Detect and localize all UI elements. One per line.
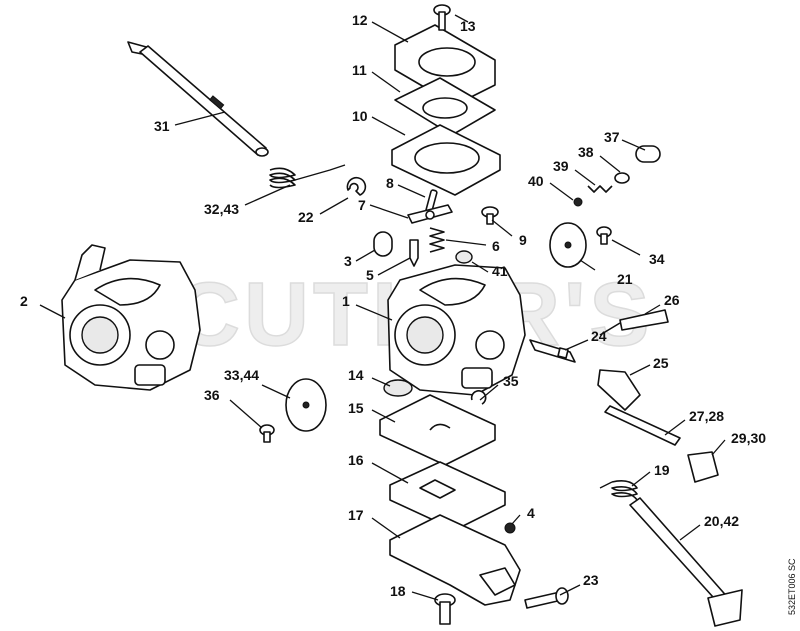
callout-40: 40 — [528, 173, 544, 189]
callout-41: 41 — [492, 263, 508, 279]
callout-39: 39 — [553, 158, 569, 174]
valve-3 — [373, 231, 393, 257]
screw-9 — [481, 206, 499, 225]
screw-34 — [596, 226, 612, 245]
callout-5: 5 — [366, 267, 374, 283]
callout-34: 34 — [649, 251, 665, 267]
callout-25: 25 — [653, 355, 669, 371]
callout-10: 10 — [352, 108, 368, 124]
callout-26: 26 — [664, 292, 680, 308]
callout-20-42: 20,42 — [704, 513, 739, 529]
ball-40 — [573, 197, 583, 207]
callout-14: 14 — [348, 367, 364, 383]
spring-6 — [429, 227, 445, 253]
ring-38 — [614, 172, 630, 184]
callout-4: 4 — [527, 505, 535, 521]
screw-23 — [524, 587, 569, 609]
callout-27-28: 27,28 — [689, 408, 724, 424]
needle-5 — [409, 239, 419, 267]
callout-31: 31 — [154, 118, 170, 134]
screw-18 — [434, 593, 456, 625]
pump-cover-12 — [394, 24, 496, 106]
spring-19 — [599, 480, 638, 501]
callout-12: 12 — [352, 12, 368, 28]
callout-37: 37 — [604, 129, 620, 145]
callout-2: 2 — [20, 293, 28, 309]
end-cover-17 — [389, 514, 521, 606]
callout-7: 7 — [358, 197, 366, 213]
callout-13: 13 — [460, 18, 476, 34]
plate-33-44 — [285, 378, 327, 432]
drawing-code: 532ET006 SC — [787, 558, 797, 615]
plate-21 — [549, 222, 587, 268]
callout-15: 15 — [348, 400, 364, 416]
callout-24: 24 — [591, 328, 607, 344]
throttle-shaft-31 — [127, 41, 269, 157]
callout-29-30: 29,30 — [731, 430, 766, 446]
callout-3: 3 — [344, 253, 352, 269]
callout-9: 9 — [519, 232, 527, 248]
callout-labels: 1 2 3 4 5 6 7 8 9 10 11 12 13 14 15 16 1… — [20, 12, 766, 599]
callout-18: 18 — [390, 583, 406, 599]
leader-lines — [39, 14, 726, 601]
gasket-15 — [379, 394, 496, 466]
cap-29-30 — [687, 451, 719, 483]
callout-8: 8 — [386, 175, 394, 191]
screw-36 — [259, 424, 275, 443]
callout-32-43: 32,43 — [204, 201, 239, 217]
inlet-lever-7 — [407, 204, 453, 224]
screen-14 — [383, 379, 413, 397]
callout-38: 38 — [578, 144, 594, 160]
e-clip-22 — [346, 176, 367, 196]
callout-11: 11 — [352, 62, 367, 78]
callout-22: 22 — [298, 209, 314, 225]
callout-19: 19 — [654, 462, 670, 478]
gasket-10 — [391, 124, 501, 196]
cap-25 — [597, 369, 641, 411]
check-valve-4 — [504, 522, 516, 534]
callout-16: 16 — [348, 452, 364, 468]
callout-23: 23 — [583, 572, 599, 588]
needle-screw-27-28 — [604, 405, 681, 446]
screw-13 — [433, 4, 451, 31]
callout-21: 21 — [617, 271, 633, 287]
carburetor-body-left — [61, 244, 201, 391]
callout-36: 36 — [204, 387, 220, 403]
callout-33-44: 33,44 — [224, 367, 259, 383]
plug-37 — [635, 145, 661, 163]
callout-6: 6 — [492, 238, 500, 254]
pump-diaphragm-11 — [394, 77, 496, 136]
needle-screw-24 — [529, 339, 576, 363]
clip-35 — [470, 390, 487, 405]
torsion-spring-32-43 — [269, 164, 346, 189]
needle-screw-26 — [599, 309, 669, 336]
callout-35: 35 — [503, 373, 519, 389]
metering-diaphragm-16 — [389, 461, 506, 531]
callout-1: 1 — [342, 293, 350, 309]
choke-shaft-20-42 — [629, 497, 743, 627]
screen-41 — [455, 250, 473, 264]
callout-17: 17 — [348, 507, 364, 523]
spring-39 — [587, 185, 613, 193]
